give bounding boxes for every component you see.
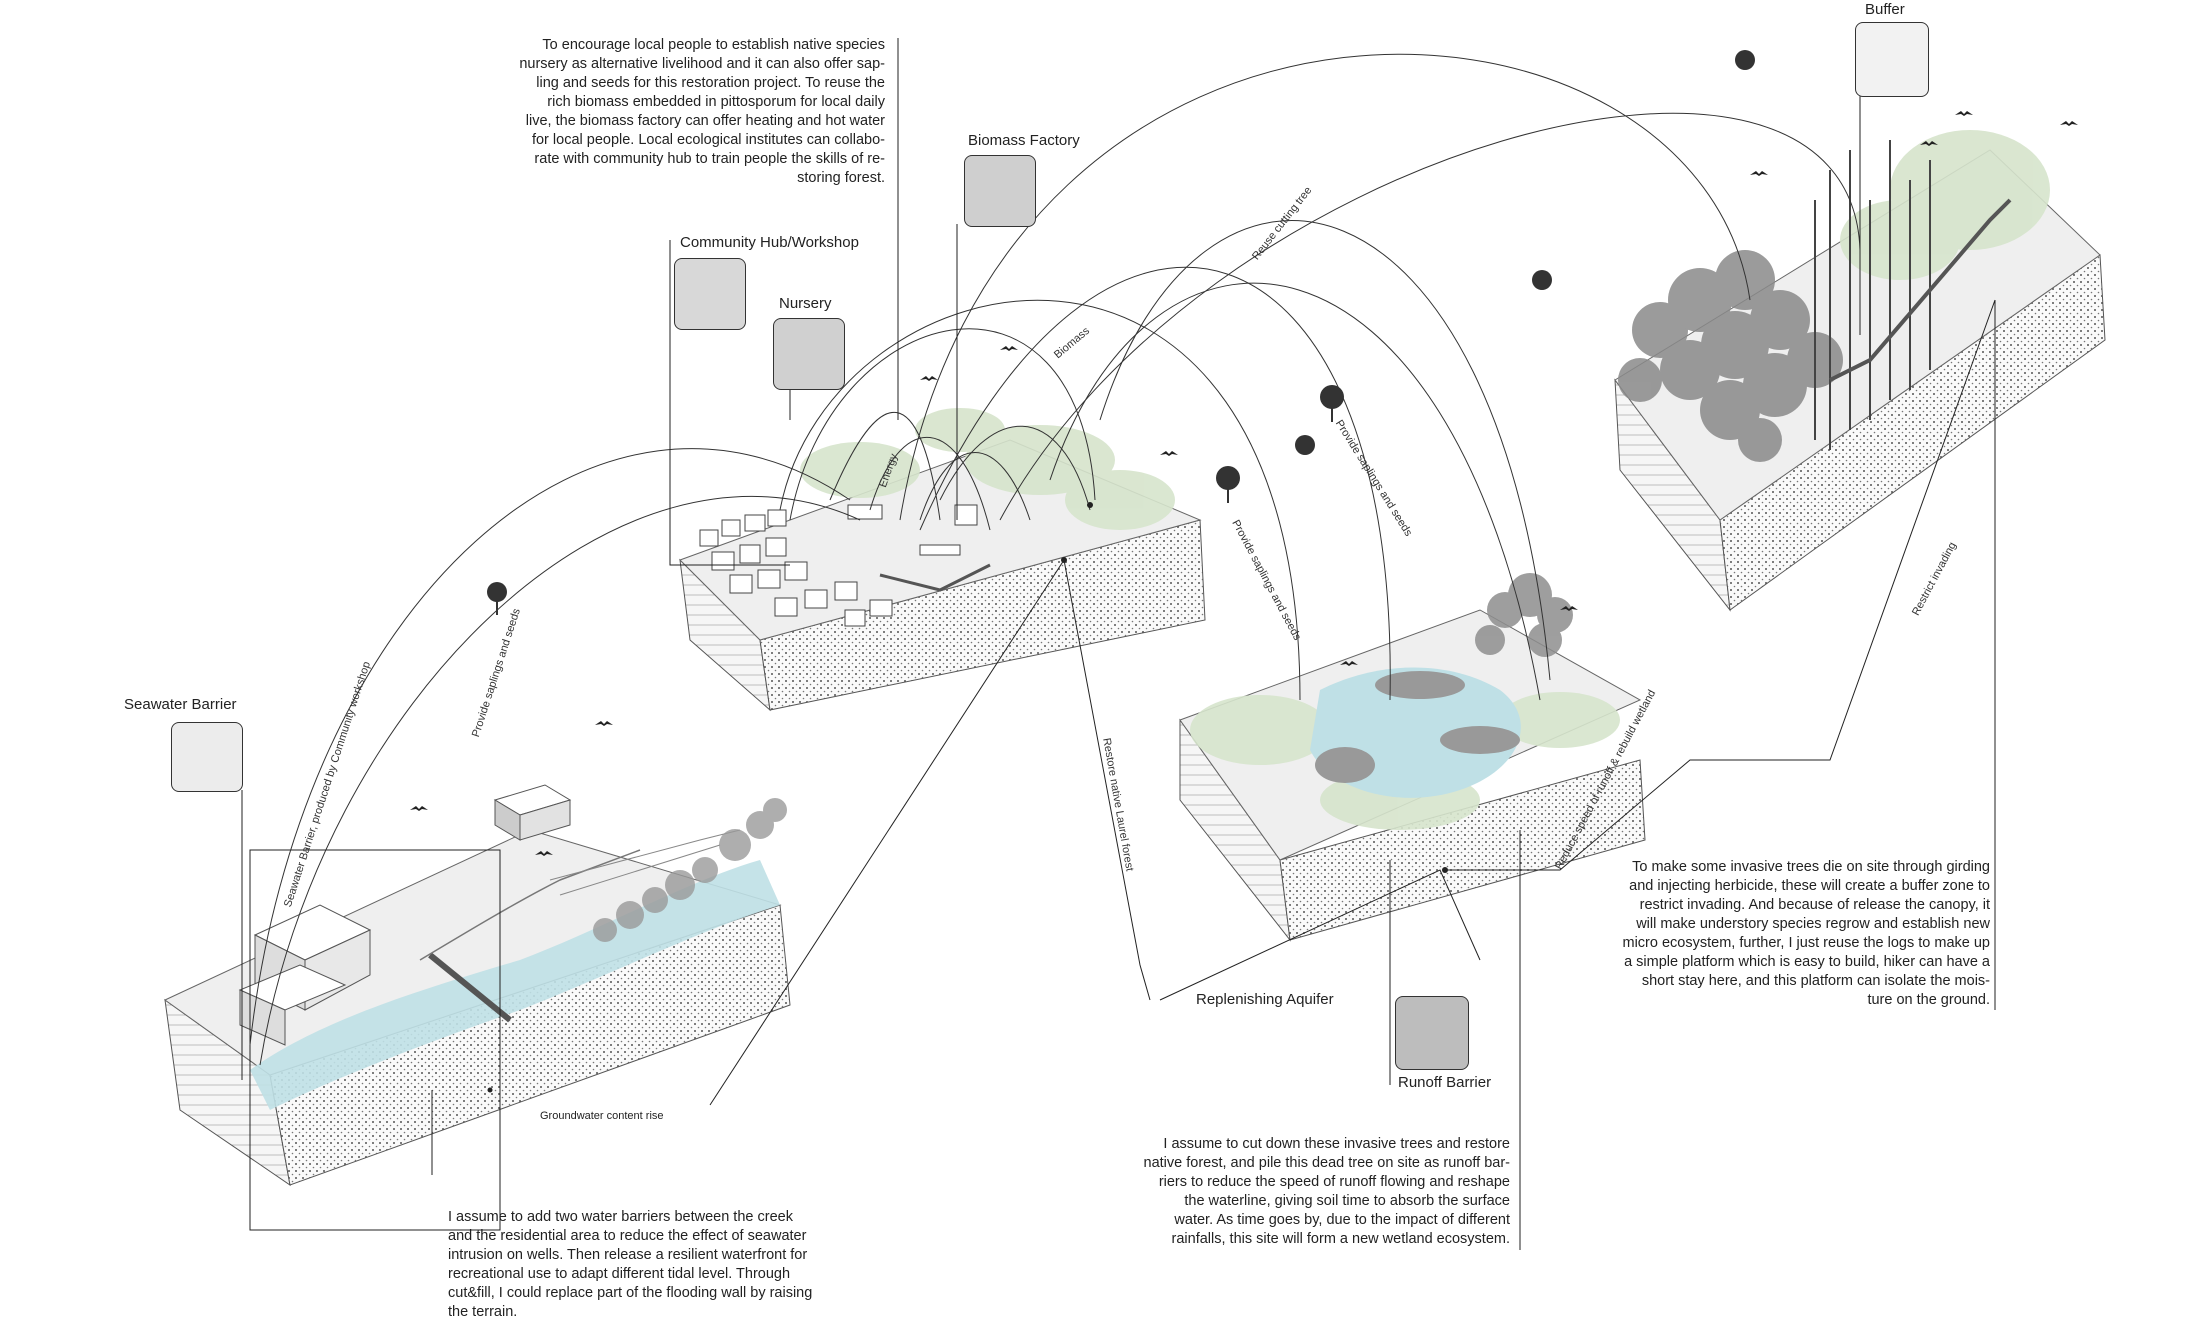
text-line: short stay here, and this platform can i… bbox=[1570, 972, 1990, 991]
text-line: the terrain. bbox=[448, 1303, 868, 1322]
runoff-barrier-label: Runoff Barrier bbox=[1398, 1074, 1491, 1091]
biomass-factory-thumbnail bbox=[964, 155, 1036, 227]
buffer-label: Buffer bbox=[1865, 1, 1905, 18]
nursery-thumbnail bbox=[773, 318, 845, 390]
text-line: ling and seeds for this restoration proj… bbox=[470, 74, 885, 93]
replenishing-aquifer-label: Replenishing Aquifer bbox=[1196, 991, 1334, 1008]
text-line: micro ecosystem, further, I just reuse t… bbox=[1570, 934, 1990, 953]
seawater-barrier-thumbnail bbox=[171, 722, 243, 792]
text-line: ture on the ground. bbox=[1570, 991, 1990, 1010]
text-line: will make understory species regrow and … bbox=[1570, 915, 1990, 934]
text-line: I assume to add two water barriers betwe… bbox=[448, 1208, 868, 1227]
paragraph-bottom-left: I assume to add two water barriers betwe… bbox=[448, 1208, 868, 1322]
text-line: cut&fill, I could replace part of the fl… bbox=[448, 1284, 868, 1303]
text-line: recreational use to adapt different tida… bbox=[448, 1265, 868, 1284]
seawater-barrier-label: Seawater Barrier bbox=[124, 696, 237, 713]
text-line: rainfalls, this site will form a new wet… bbox=[1100, 1230, 1510, 1249]
block-community bbox=[680, 408, 1205, 710]
text-line: rich biomass embedded in pittosporum for… bbox=[470, 93, 885, 112]
text-line: intrusion on wells. Then release a resil… bbox=[448, 1246, 868, 1265]
paragraph-right: To make some invasive trees die on site … bbox=[1570, 858, 1990, 1010]
text-line: and injecting herbicide, these will crea… bbox=[1570, 877, 1990, 896]
text-line: restrict invading. And because of releas… bbox=[1570, 896, 1990, 915]
text-line: To make some invasive trees die on site … bbox=[1570, 858, 1990, 877]
text-line: live, the biomass factory can offer heat… bbox=[470, 112, 885, 131]
text-line: for local people. Local ecological insti… bbox=[470, 131, 885, 150]
text-line: water. As time goes by, due to the impac… bbox=[1100, 1211, 1510, 1230]
text-line: storing forest. bbox=[470, 169, 885, 188]
text-line: To encourage local people to establish n… bbox=[470, 36, 885, 55]
text-line: the waterline, giving soil time to absor… bbox=[1100, 1192, 1510, 1211]
runoff-barrier-thumbnail bbox=[1395, 996, 1469, 1070]
text-line: I assume to cut down these invasive tree… bbox=[1100, 1135, 1510, 1154]
nursery-label: Nursery bbox=[779, 295, 832, 312]
community-hub-label: Community Hub/Workshop bbox=[680, 234, 859, 251]
text-line: and the residential area to reduce the e… bbox=[448, 1227, 868, 1246]
buffer-thumbnail bbox=[1855, 22, 1929, 97]
text-line: native forest, and pile this dead tree o… bbox=[1100, 1154, 1510, 1173]
biomass-factory-label: Biomass Factory bbox=[968, 132, 1080, 149]
groundwater-label: Groundwater content rise bbox=[540, 1110, 664, 1122]
text-line: a simple platform which is easy to build… bbox=[1570, 953, 1990, 972]
block-seawater bbox=[165, 785, 790, 1230]
paragraph-top-center: To encourage local people to establish n… bbox=[470, 36, 885, 188]
community-hub-thumbnail bbox=[674, 258, 746, 330]
paragraph-bottom-center: I assume to cut down these invasive tree… bbox=[1100, 1135, 1510, 1249]
text-line: nursery as alternative livelihood and it… bbox=[470, 55, 885, 74]
text-line: riers to reduce the speed of runoff flow… bbox=[1100, 1173, 1510, 1192]
text-line: rate with community hub to train people … bbox=[470, 150, 885, 169]
